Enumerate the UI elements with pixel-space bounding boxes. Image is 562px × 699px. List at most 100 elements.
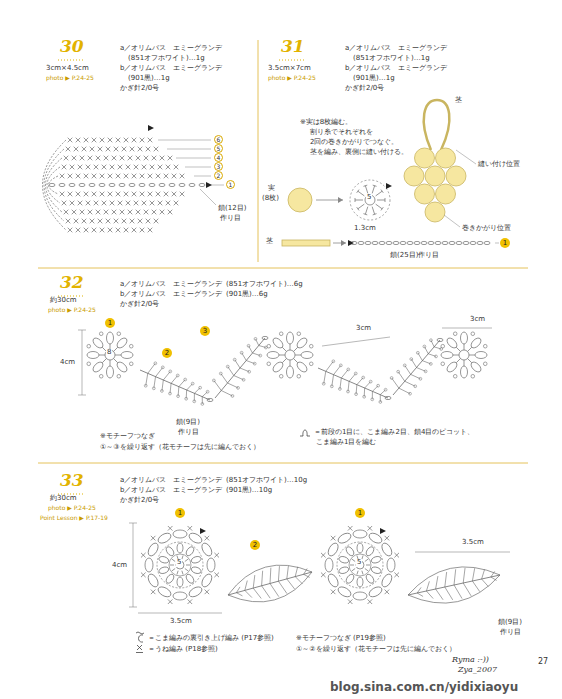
chain-stitch (442, 241, 448, 244)
single-crochet-mark (148, 228, 153, 233)
single-crochet-mark (205, 536, 210, 541)
petal-stitch (190, 566, 201, 575)
leaf-rib (472, 581, 479, 592)
picot (161, 390, 164, 393)
label-text: 4cm (60, 358, 75, 366)
dimension-line (442, 328, 492, 329)
number-underline (58, 59, 84, 60)
single-crochet-mark (160, 210, 165, 215)
single-crochet-mark (64, 156, 69, 161)
label-text: 2回の巻きかがりでつなぐ。 (310, 138, 398, 146)
picot (453, 374, 457, 378)
spoke-stitch (282, 359, 286, 363)
picot (177, 395, 180, 398)
petal-stitch (165, 545, 176, 557)
photo-reference: photo ▶ P.24-25 (48, 504, 96, 511)
chain-stitch (470, 241, 476, 244)
single-crochet-mark (68, 138, 73, 143)
picot-symbol (300, 430, 310, 436)
chain-stitch (189, 183, 195, 186)
single-crochet-mark (146, 147, 151, 152)
petal-stitch (295, 360, 308, 373)
spoke-stitch (464, 360, 465, 366)
single-crochet-mark (78, 201, 83, 206)
fern-spine (140, 370, 210, 400)
single-crochet-mark (154, 219, 159, 224)
single-crochet-mark (72, 156, 77, 161)
double-crochet-mark (358, 204, 364, 209)
single-crochet-mark (172, 174, 177, 179)
picot (347, 368, 350, 371)
single-crochet-mark (134, 201, 139, 206)
single-crochet-mark (132, 192, 137, 197)
label-text: かぎ針2/0号 (120, 496, 159, 504)
picot (363, 395, 366, 398)
signature-watermark: Ryma :-)) (452, 655, 489, 665)
outer-petal-stitch (173, 530, 187, 538)
single-crochet-mark (321, 573, 326, 578)
row-leader (495, 243, 499, 244)
single-crochet-mark (102, 165, 107, 170)
single-crochet-mark (116, 228, 121, 233)
single-crochet-mark (70, 165, 75, 170)
single-crochet-mark (126, 165, 131, 170)
round-outline (157, 542, 203, 588)
spoke-stitch (352, 569, 355, 571)
single-crochet-mark (106, 147, 111, 152)
single-crochet-mark (100, 174, 105, 179)
double-crochet-mark (365, 207, 367, 215)
single-crochet-mark (90, 219, 95, 224)
chain-stitch (365, 241, 371, 244)
single-crochet-mark (80, 156, 85, 161)
single-crochet-mark (141, 553, 146, 558)
double-crochet-mark (377, 200, 385, 201)
chain-stitch (477, 241, 483, 244)
single-crochet-mark (124, 138, 129, 143)
center-number: 5 (176, 559, 182, 567)
fern-spine (215, 338, 265, 398)
single-crochet-mark (104, 210, 109, 215)
single-crochet-mark (168, 526, 173, 531)
chain-stitch (139, 183, 145, 186)
single-crochet-mark (84, 228, 89, 233)
picot (339, 388, 342, 391)
single-crochet-mark (150, 201, 155, 206)
single-crochet-mark (122, 147, 127, 152)
single-crochet-mark (348, 526, 353, 531)
petal-stitch (165, 573, 176, 585)
single-crochet-mark (94, 165, 99, 170)
grape-berry (436, 184, 456, 204)
center-number: 5 (356, 559, 362, 567)
section-number: 31 (281, 38, 305, 55)
picot (99, 374, 103, 378)
single-crochet-mark (116, 138, 121, 143)
single-crochet-mark (72, 210, 77, 215)
petal-stitch (461, 366, 468, 378)
single-crochet-mark (348, 526, 353, 531)
single-crochet-mark (158, 201, 163, 206)
fern-rib (324, 371, 326, 383)
single-crochet-mark (158, 165, 163, 170)
single-crochet-mark (148, 174, 153, 179)
spoke-stitch (102, 359, 106, 363)
single-crochet-mark (100, 174, 105, 179)
leaf-rib (287, 579, 295, 589)
chain-stitch (414, 241, 420, 244)
leaf-rib (270, 584, 279, 597)
single-crochet-mark (62, 165, 67, 170)
single-crochet-mark (60, 192, 65, 197)
picot (279, 332, 283, 336)
single-crochet-mark (120, 156, 125, 161)
single-crochet-mark (114, 147, 119, 152)
picot (254, 337, 257, 340)
petal-stitch (287, 366, 294, 378)
leader-line (444, 215, 460, 227)
single-crochet-mark (141, 553, 146, 558)
fern-rib (202, 392, 207, 397)
single-crochet-mark (154, 219, 159, 224)
single-crochet-mark (331, 536, 336, 541)
outer-petal-stitch (156, 585, 172, 599)
single-crochet-mark (331, 536, 336, 541)
label-text: 茎 (455, 96, 462, 104)
